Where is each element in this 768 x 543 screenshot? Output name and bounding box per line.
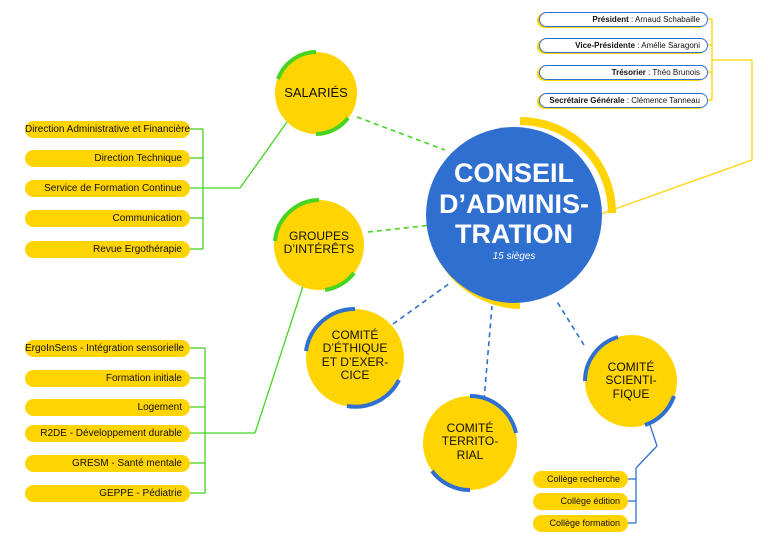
central-node — [426, 127, 602, 303]
central-title: CONSEIL D’ADMINIS- TRATION 15 sièges — [428, 158, 600, 262]
central-yellow-arc — [519, 117, 616, 214]
groupes-arc — [273, 198, 320, 242]
bureau-item-president: Président : Arnaud Schabaille — [539, 12, 708, 27]
bureau-item-secretaire: Secrétaire Générale : Clémence Tanneau — [539, 93, 708, 108]
ethique-label-line-1: COMITÉ — [331, 328, 379, 342]
groupes-label-line-2: D’INTÉRÊTS — [283, 242, 355, 257]
link-territorial-center — [483, 305, 493, 401]
bureau-role: Trésorier — [611, 68, 646, 77]
salaries-node — [275, 52, 357, 134]
scientifique-node — [585, 335, 677, 427]
central-title-line-2: D’ADMINIS- — [439, 188, 589, 219]
scientifique-label-line-1: COMITÉ — [607, 360, 655, 374]
scientifique-label: COMITÉ SCIENTI- FIQUE — [588, 360, 674, 401]
groupes-item-r2de: R2DE - Développement durable — [25, 425, 190, 442]
central-subtitle: 15 sièges — [492, 250, 536, 262]
ethique-label-line-4: CICE — [340, 368, 370, 383]
salaries-item-revue: Revue Ergothérapie — [25, 241, 190, 258]
bureau-item-vice-presidente: Vice-Présidente : Amélie Saragoni — [539, 38, 708, 53]
bureau-role: Président — [592, 15, 629, 24]
territorial-arc — [469, 393, 518, 434]
bureau-name: : Amélie Saragoni — [635, 41, 700, 50]
ethique-arc — [304, 306, 356, 352]
groupes-item-geppe: GEPPE - Pédiatrie — [25, 485, 190, 502]
bureau-name: : Arnaud Schabaille — [628, 15, 700, 24]
groupes-item-formation-initiale: Formation initiale — [25, 370, 190, 387]
territorial-label-line-1: COMITÉ — [446, 421, 494, 435]
groupes-item-logement: Logement — [25, 399, 190, 416]
territorial-node — [423, 396, 517, 490]
salaries-label: SALARIÉS — [276, 85, 356, 101]
link-groupes-center — [367, 224, 433, 233]
college-item-formation: Collège formation — [533, 515, 628, 532]
college-item-recherche: Collège recherche — [533, 471, 628, 488]
bureau-role: Secrétaire Générale — [549, 96, 625, 105]
territorial-label-line-2: TERRITO- — [441, 434, 499, 449]
territorial-label-line-3: RIAL — [456, 447, 484, 462]
scientifique-arc — [583, 335, 619, 382]
central-title-line-1: CONSEIL — [453, 158, 574, 188]
salaries-item-communication: Communication — [25, 210, 190, 227]
bureau-connectors — [597, 18, 753, 216]
college-item-edition: Collège édition — [533, 493, 628, 510]
link-salaries-center — [356, 116, 446, 151]
groupes-item-ergoinsens: ErgoInSens - Intégration sensorielle — [25, 340, 190, 357]
salaries-item-formation-continue: Service de Formation Continue — [25, 180, 190, 197]
groupes-connectors — [190, 279, 306, 494]
college-connectors — [628, 424, 658, 524]
salaries-item-technique: Direction Technique — [25, 150, 190, 167]
ethique-node — [306, 309, 404, 407]
bureau-role: Vice-Présidente — [575, 41, 636, 50]
ethique-label-line-3: ET D’EXER- — [321, 354, 389, 369]
groupes-label-line-1: GROUPES — [288, 229, 349, 243]
bureau-name: : Clémence Tanneau — [624, 96, 700, 105]
link-scientifique-center — [555, 299, 585, 346]
link-ethique-center — [392, 282, 451, 325]
scientifique-label-line-2: SCIENTI- — [605, 373, 657, 388]
groupes-item-gresm: GRESM - Santé mentale — [25, 455, 190, 472]
salaries-item-daf: Direction Administrative et Financière — [25, 121, 190, 138]
salaries-connectors — [190, 121, 288, 250]
scientifique-label-line-3: FIQUE — [612, 386, 650, 401]
territorial-label: COMITÉ TERRITO- RIAL — [427, 421, 513, 462]
groupes-node — [274, 200, 364, 290]
ethique-label-line-2: D’ÉTHIQUE — [322, 341, 388, 356]
bureau-name: : Théo Brunois — [645, 68, 700, 77]
ethique-label: COMITÉ D’ÉTHIQUE ET D’EXER- CICE — [310, 328, 400, 383]
groupes-label: GROUPES D’INTÉRÊTS — [272, 229, 366, 257]
salaries-arc — [276, 50, 317, 80]
salaries-label-line-1: SALARIÉS — [284, 85, 348, 100]
central-title-line-3: TRATION — [455, 219, 573, 249]
bureau-item-tresorier: Trésorier : Théo Brunois — [539, 65, 708, 80]
